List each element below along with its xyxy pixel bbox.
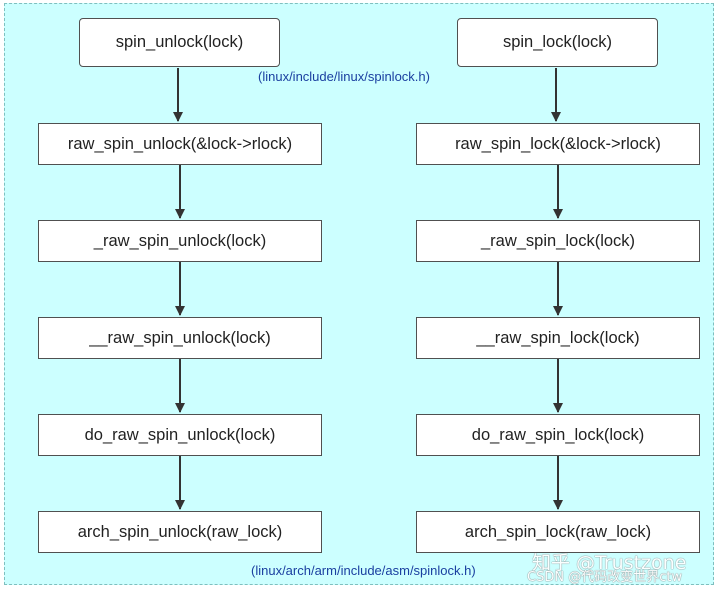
arch-path-label: (linux/arch/arm/include/asm/spinlock.h) — [251, 563, 476, 578]
node-underscore-raw-spin-lock: _raw_spin_lock(lock) — [416, 220, 700, 262]
node-arch-spin-unlock: arch_spin_unlock(raw_lock) — [38, 511, 322, 553]
node-underscore-raw-spin-unlock: _raw_spin_unlock(lock) — [38, 220, 322, 262]
node-raw-spin-unlock: raw_spin_unlock(&lock->rlock) — [38, 123, 322, 165]
node-do-raw-spin-lock: do_raw_spin_lock(lock) — [416, 414, 700, 456]
node-raw-spin-lock: raw_spin_lock(&lock->rlock) — [416, 123, 700, 165]
node-spin-unlock: spin_unlock(lock) — [79, 18, 280, 67]
node-double-underscore-raw-spin-unlock: __raw_spin_unlock(lock) — [38, 317, 322, 359]
zhihu-watermark: 知乎 @Trustzone — [532, 552, 687, 574]
node-arch-spin-lock: arch_spin_lock(raw_lock) — [416, 511, 700, 553]
header-path-label: (linux/include/linux/spinlock.h) — [258, 69, 430, 84]
node-spin-lock: spin_lock(lock) — [457, 18, 658, 67]
node-double-underscore-raw-spin-lock: __raw_spin_lock(lock) — [416, 317, 700, 359]
diagram-canvas — [4, 3, 714, 585]
node-do-raw-spin-unlock: do_raw_spin_unlock(lock) — [38, 414, 322, 456]
csdn-watermark: CSDN @代码改变世界ctw — [527, 570, 683, 585]
